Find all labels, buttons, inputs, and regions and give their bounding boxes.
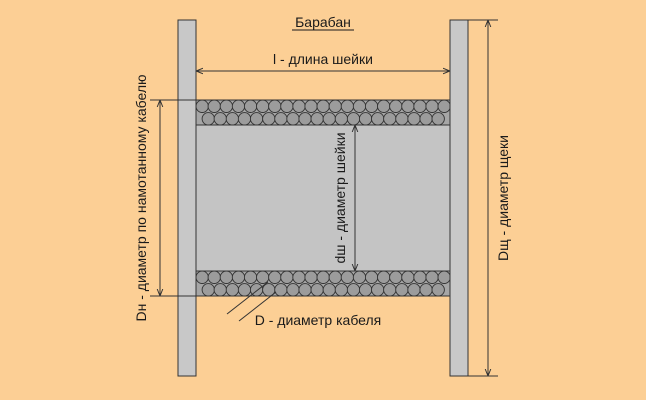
flange-left [177,19,197,377]
cable-turn [243,270,258,284]
cable-turn [395,283,409,297]
cable-turn [437,99,451,113]
cable-turn [389,99,403,113]
cable-turn [328,99,342,113]
flange-right [449,19,469,377]
cable-turn [377,99,391,113]
cable-turn [340,99,355,113]
cable-turn [316,270,330,284]
cable-turn [256,270,270,284]
cable-turn [280,99,294,113]
cable-layer-top [195,99,451,126]
cable-turn [213,283,227,297]
leader-cable-b [238,291,277,322]
cable-turn [274,283,288,297]
label-wound-diameter: Dн - диаметр по намотанному кабелю [133,74,149,321]
cable-turn [292,270,306,284]
cable-turn [425,270,439,284]
cable-turn [334,283,349,297]
drum-neck [195,124,451,272]
cable-turn [201,112,215,126]
cable-turn [407,112,421,126]
cable-turn [352,270,367,284]
cable-turn [231,99,246,113]
cable-turn [298,283,312,297]
cable-turn [358,283,373,297]
cable-turn [237,283,252,297]
cable-turn [364,270,379,284]
label-neck-length: l - длина шейки [273,51,373,67]
cable-turn [207,99,221,113]
cable-turn [213,112,227,126]
cable-turn [364,99,379,113]
cable-turn [431,112,445,126]
cable-turn [225,283,240,297]
cable-turn [407,283,421,297]
cable-turn [413,270,427,284]
cable-turn [304,270,318,284]
leader-cable-a [226,281,269,315]
cable-turn [195,270,209,284]
cable-turn [322,283,336,297]
cable-turn [322,112,336,126]
cable-layer-bottom [195,270,451,297]
label-neck-diameter: dш - диаметр шейки [332,132,348,263]
cable-turn [431,283,445,297]
cable-turn [437,270,451,284]
cable-turn [401,99,415,113]
cable-turn [383,283,397,297]
cable-turn [262,112,276,126]
cable-turn [316,99,330,113]
cable-turn [274,112,288,126]
diagram-title: Барабан [295,14,351,30]
cable-turn [395,112,409,126]
cable-turn [310,283,324,297]
cable-turn [219,99,234,113]
cable-turn [389,270,403,284]
cable-turn [201,283,215,297]
cable-turn [286,283,300,297]
cable-turn [280,270,294,284]
cable-turn [304,99,318,113]
cable-turn [419,112,433,126]
cable-turn [413,99,427,113]
cable-turn [231,270,246,284]
cable-turn [310,112,324,126]
cable-turn [286,112,300,126]
cable-turn [419,283,433,297]
cable-turn [268,99,282,113]
cable-turn [292,99,306,113]
cable-turn [425,99,439,113]
cable-turn [334,112,349,126]
cable-turn [225,112,240,126]
cable-turn [243,99,258,113]
cable-turn [401,270,415,284]
cable-turn [237,112,252,126]
cable-turn [340,270,355,284]
cable-turn [328,270,342,284]
cable-turn [377,270,391,284]
cable-turn [219,270,234,284]
cable-turn [358,112,373,126]
cable-turn [207,270,221,284]
label-flange-diameter: Dщ - диаметр щеки [495,135,511,261]
cable-turn [371,112,385,126]
cable-turn [298,112,312,126]
cable-turn [383,112,397,126]
cable-turn [268,270,282,284]
label-cable-diameter: D - диаметр кабеля [255,312,382,328]
cable-turn [352,99,367,113]
cable-turn [195,99,209,113]
cable-turn [371,283,385,297]
cable-turn [249,112,264,126]
cable-turn [256,99,270,113]
cable-turn [346,283,361,297]
cable-turn [346,112,361,126]
